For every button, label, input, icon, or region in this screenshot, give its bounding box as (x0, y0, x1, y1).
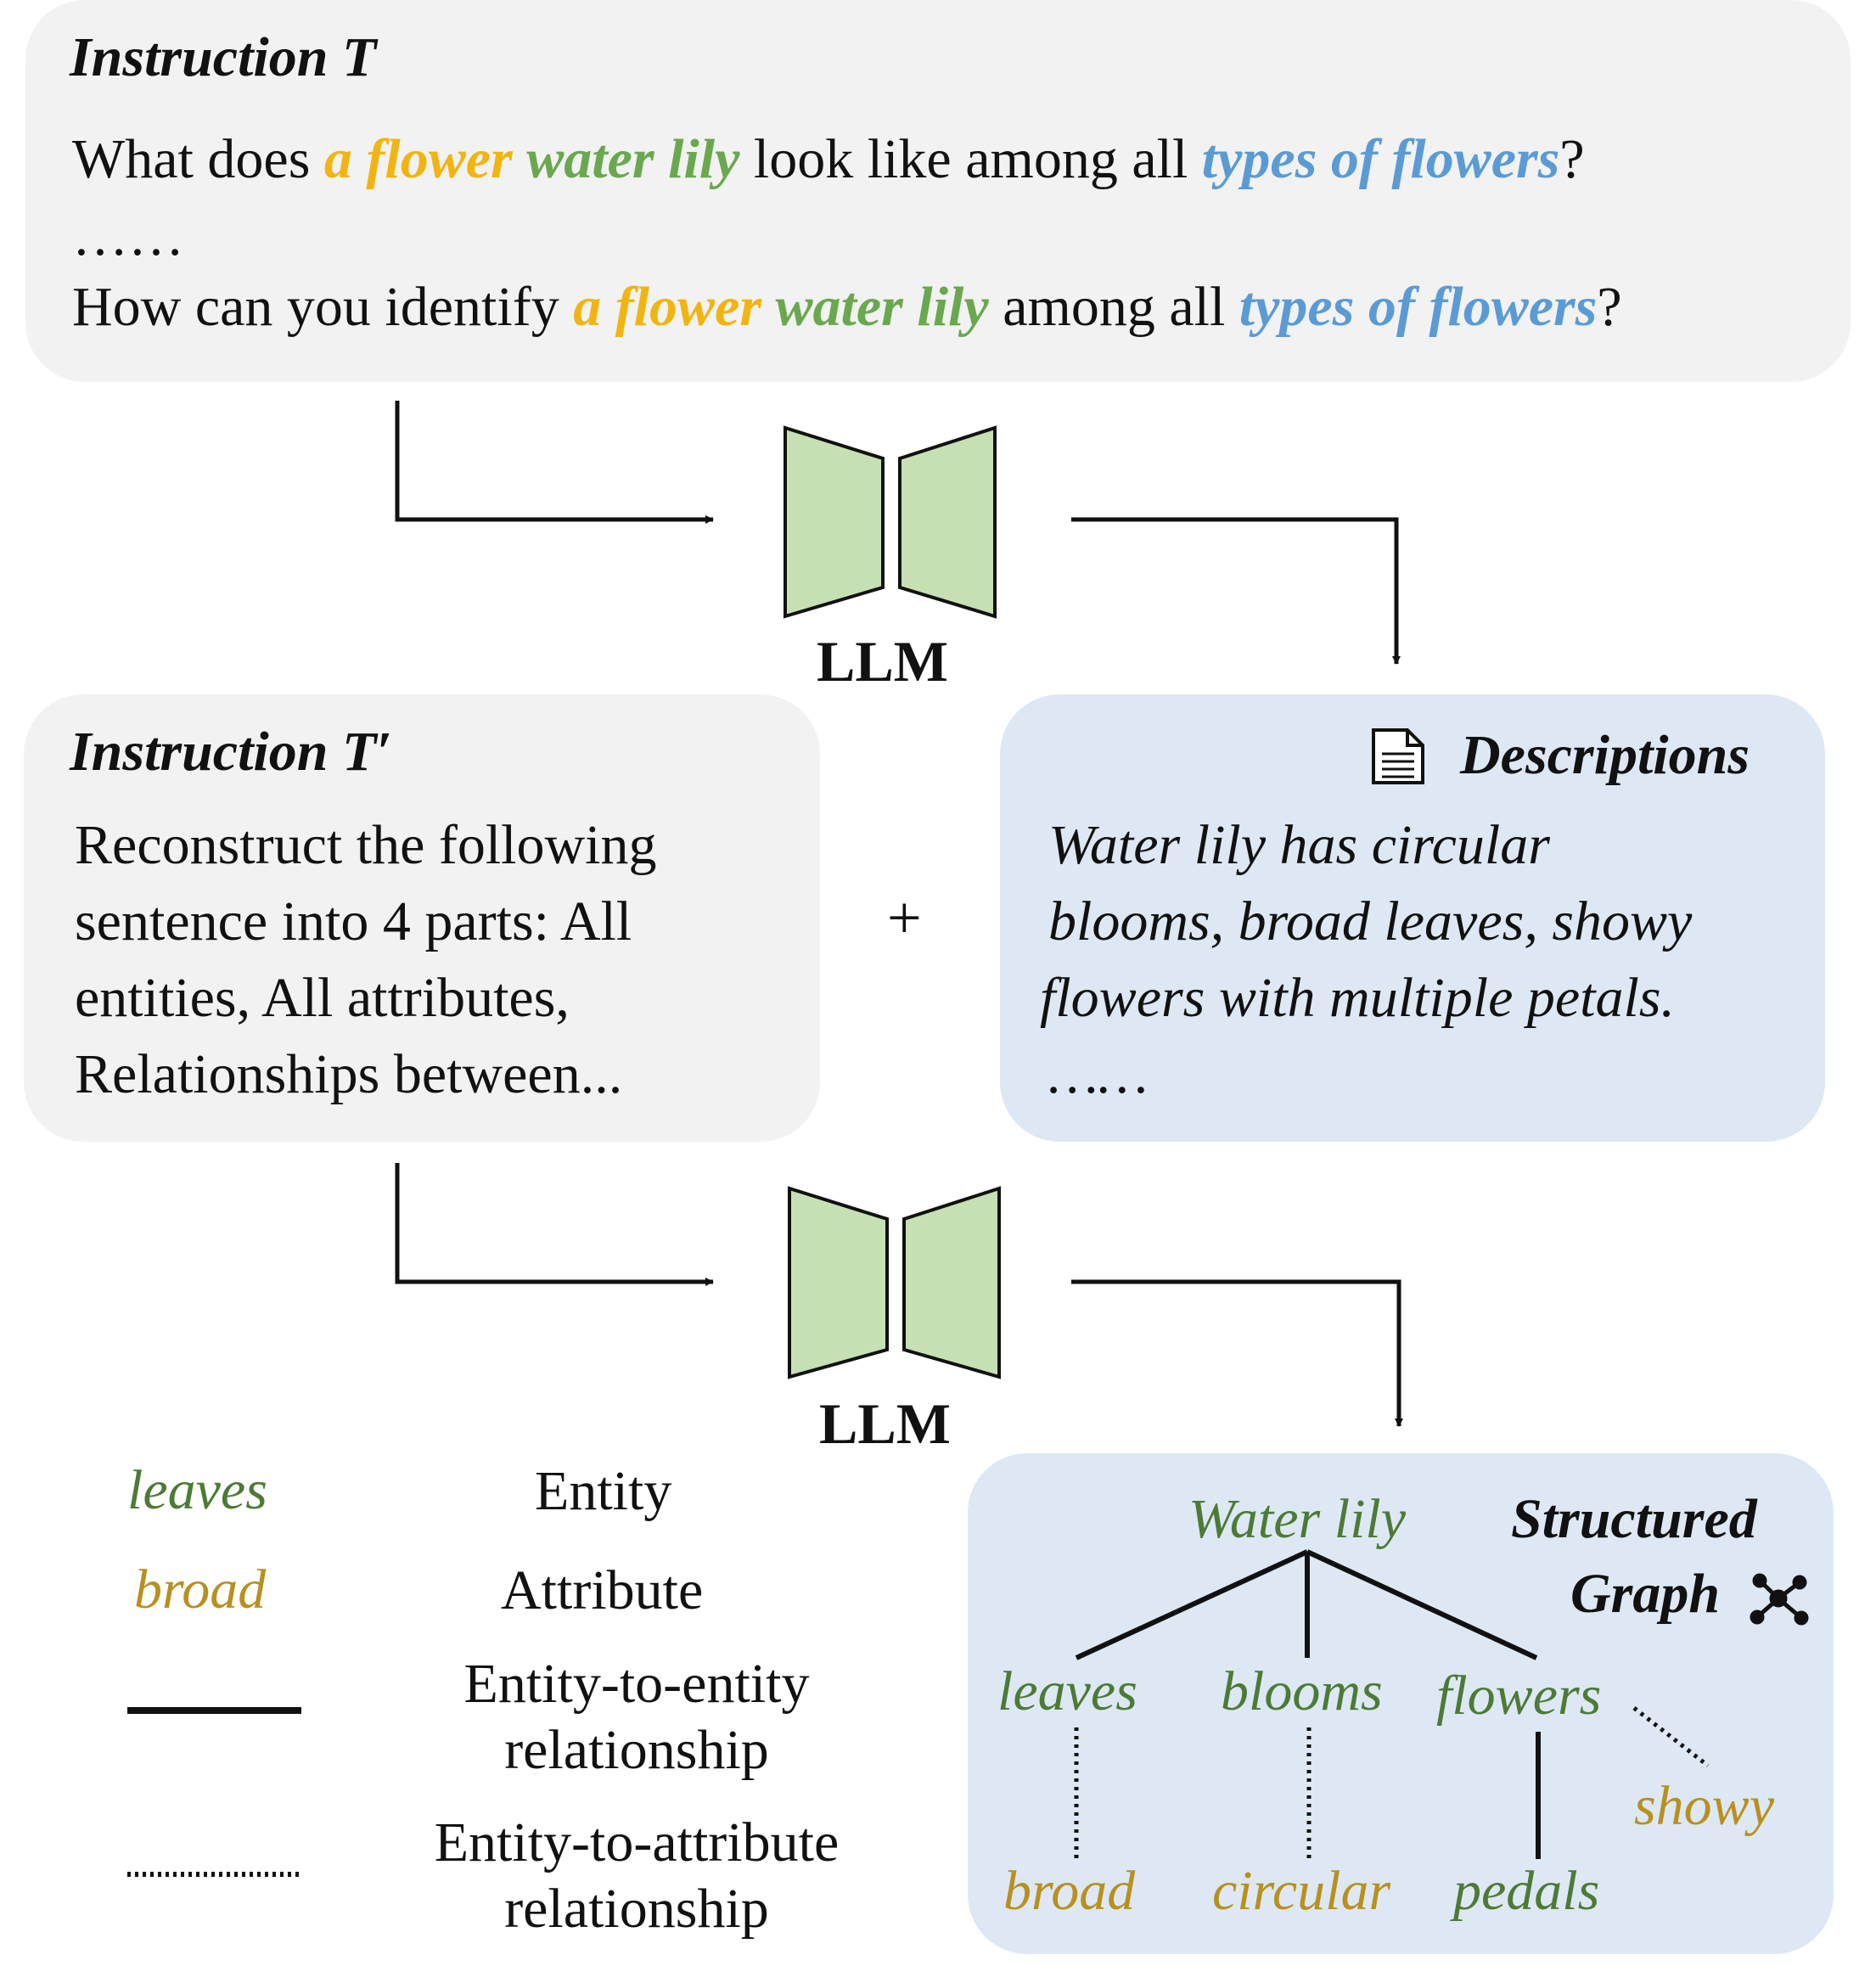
graph-root-water-lily: Water lily (1188, 1488, 1407, 1550)
graph-heading-line2: Graph (1570, 1563, 1721, 1625)
legend-attribute-label: Attribute (501, 1559, 704, 1621)
llm-bottom-icon (788, 1186, 1001, 1379)
instruction-t-heading: Instruction T (70, 26, 377, 88)
structured-graph-box (968, 1453, 1834, 1954)
legend-e2e-label: Entity-to-entity relationship (463, 1653, 810, 1781)
instruction-t-prime-box (24, 694, 820, 1142)
legend-entity-example: leaves (127, 1459, 267, 1521)
instruction-t-line2: How can you identify a flower water lily… (72, 276, 1622, 338)
instruction-t-ellipsis: …… (72, 205, 184, 267)
plus-sign: + (887, 884, 922, 952)
graph-attr-pedals: pedals (1453, 1860, 1600, 1922)
legend-e2a-label: Entity-to-attribute relationship (434, 1812, 840, 1940)
instruction-t-prime-heading: Instruction T′ (70, 721, 392, 783)
graph-entity-flowers: flowers (1436, 1665, 1602, 1727)
edge-root-flowers (1306, 1549, 1538, 1660)
instruction-t-box (25, 0, 1851, 382)
instruction-t-line1: What does a flower water lily look like … (72, 128, 1585, 190)
llm-label-bottom: LLM (819, 1391, 951, 1456)
llm-top-icon (784, 425, 997, 619)
instruction-t-prime-line1: Reconstruct the following (75, 814, 657, 876)
descriptions-line3: flowers with multiple petals. (1040, 967, 1676, 1029)
instruction-t-prime-line2: sentence into 4 parts: All (75, 890, 632, 952)
graph-attr-showy: showy (1634, 1775, 1774, 1837)
document-icon (1372, 728, 1424, 784)
legend-entity-label: Entity (535, 1460, 672, 1522)
descriptions-line1: Water lily has circular (1048, 814, 1550, 876)
arrow-instruction-prime-to-llm-bottom (395, 1163, 714, 1286)
graph-entity-leaves: leaves (997, 1660, 1137, 1722)
descriptions-ellipsis: …… (1048, 1043, 1149, 1105)
edge-flowers-showy (1632, 1706, 1710, 1767)
graph-icon (1750, 1573, 1809, 1626)
edge-root-leaves (1075, 1549, 1309, 1660)
graph-attr-broad: broad (1003, 1860, 1136, 1922)
descriptions-line2: blooms, broad leaves, showy (1048, 890, 1693, 952)
llm-label-top: LLM (817, 629, 948, 694)
graph-heading-line1: Structured (1511, 1488, 1757, 1550)
graph-attr-circular: circular (1212, 1860, 1391, 1922)
graph-entity-blooms: blooms (1221, 1660, 1383, 1722)
descriptions-heading: Descriptions (1460, 724, 1750, 786)
arrow-llm-bottom-to-graph (1071, 1279, 1403, 1427)
arrow-instruction-to-llm-top (395, 401, 714, 524)
instruction-t-prime-line3: entities, All attributes, (75, 967, 570, 1029)
instruction-t-prime-line4: Relationships between... (75, 1043, 623, 1105)
arrow-llm-top-to-descriptions (1071, 517, 1401, 665)
legend-attribute-example: broad (134, 1559, 267, 1621)
